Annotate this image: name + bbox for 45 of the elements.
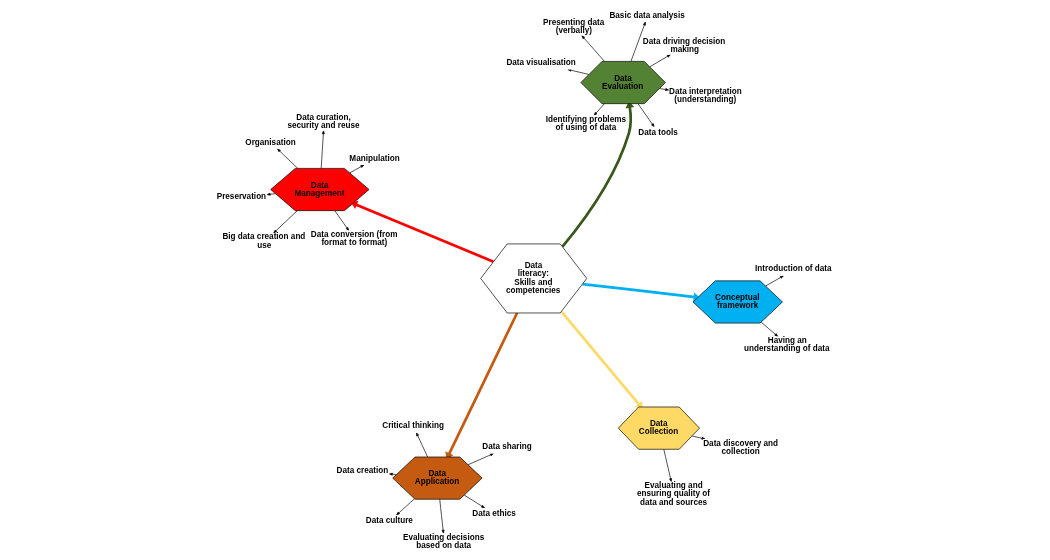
node-text: Data curation, security and reuse xyxy=(287,113,360,131)
arrow xyxy=(765,275,784,287)
arrow xyxy=(266,192,276,196)
node-text: Organisation xyxy=(245,137,296,147)
node-text: Preservation xyxy=(216,191,267,201)
arrow xyxy=(659,88,669,91)
arrow xyxy=(273,210,298,234)
node-text: Presenting data (verbally) xyxy=(543,18,605,36)
node-text: Data discovery and collection xyxy=(703,438,779,456)
node-text: Data driving decision making xyxy=(642,37,726,55)
arrow xyxy=(463,494,485,509)
node-text: Data tools xyxy=(638,127,678,137)
node-text: Evaluating and ensuring quality of data and sources xyxy=(636,481,710,507)
node-text: Data interpretation (understanding) xyxy=(669,87,742,105)
arrow xyxy=(760,321,779,337)
node-text: Introduction of data xyxy=(755,264,832,274)
node-text: Big data creation and use xyxy=(222,232,306,250)
arrow xyxy=(581,35,605,62)
arrow xyxy=(649,54,671,68)
arrow xyxy=(439,498,445,534)
arrow xyxy=(277,148,299,169)
arrow xyxy=(349,164,365,174)
node-text: Data visualisation xyxy=(506,58,576,68)
arrow xyxy=(637,103,655,128)
arrow xyxy=(593,103,605,116)
arrow xyxy=(389,472,397,476)
arrow xyxy=(320,130,325,169)
node-text: Data ethics xyxy=(472,508,516,518)
arrow xyxy=(630,21,646,62)
node-text: Evaluating decisions based on data xyxy=(403,532,485,550)
node-text: Data creation xyxy=(336,466,389,476)
arrow xyxy=(567,68,590,75)
node-text: Critical thinking xyxy=(382,421,444,431)
arrow xyxy=(416,432,428,458)
node-text: Having an understanding of data xyxy=(743,335,830,354)
node-text: Data sharing xyxy=(482,442,532,452)
node-text: Manipulation xyxy=(349,153,400,163)
arrow xyxy=(396,498,415,516)
arrow xyxy=(691,435,706,440)
node-text: Data culture xyxy=(365,515,413,525)
arrow xyxy=(334,210,350,231)
node-text: Identifying problems of using of data xyxy=(545,114,626,133)
arrow xyxy=(663,448,672,482)
node-text: Data conversion (from format to format) xyxy=(310,230,398,248)
node-text: Basic data analysis xyxy=(609,10,685,20)
